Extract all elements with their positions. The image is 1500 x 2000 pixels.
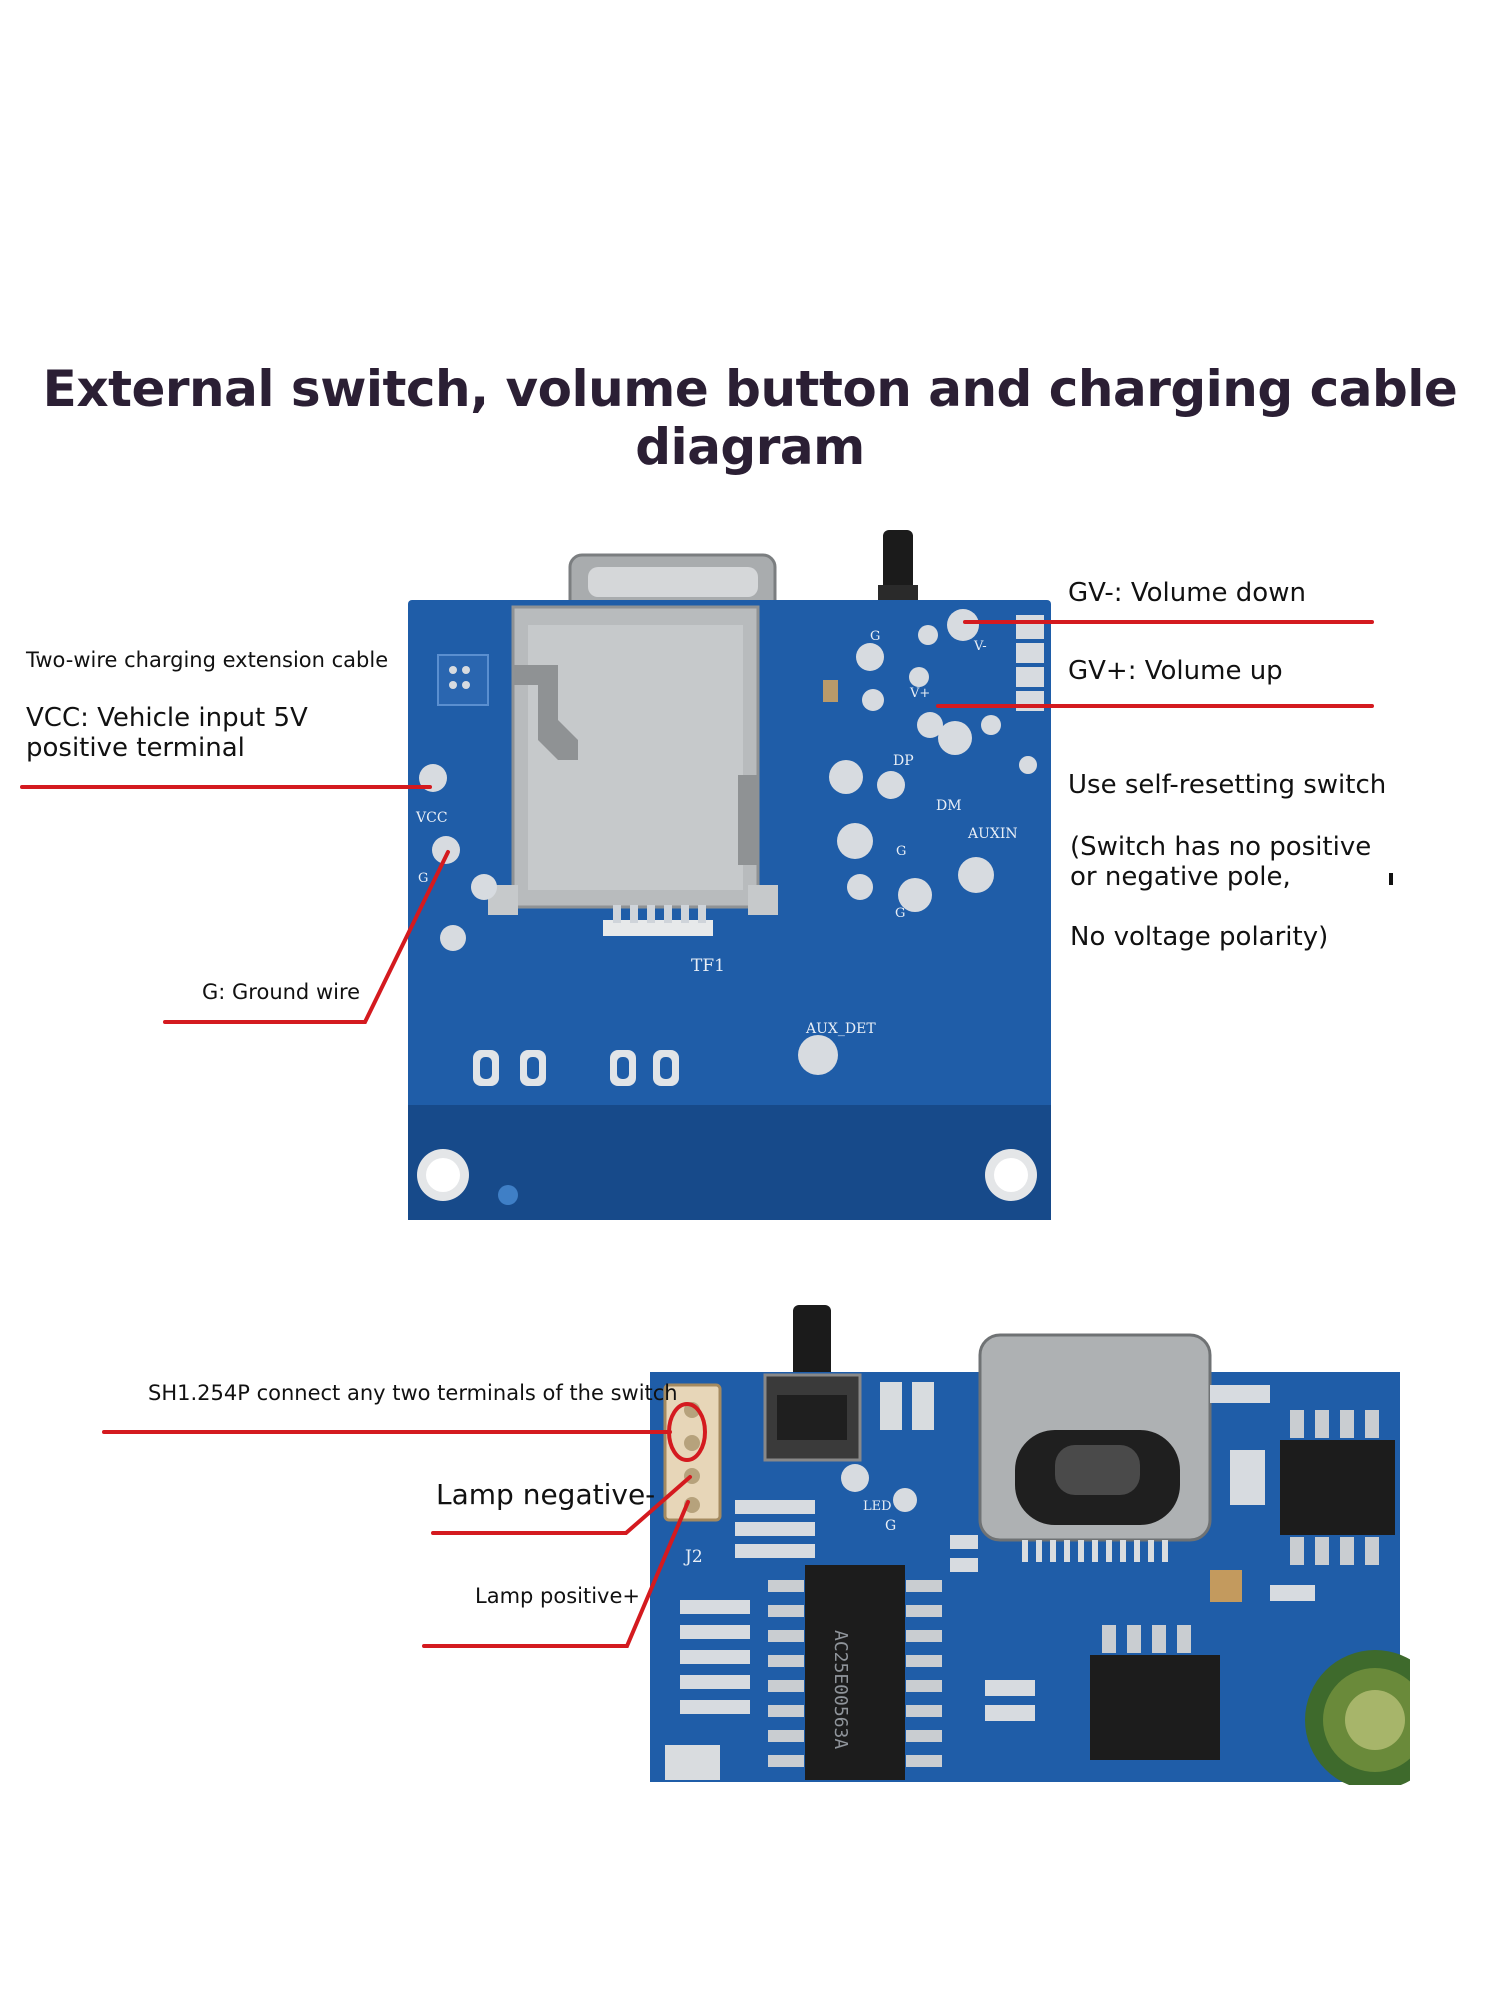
silk-v-plus: V+ [909,686,930,701]
label-vcc: VCC: Vehicle input 5V positive terminal [26,703,308,763]
label-charging-cable: Two-wire charging extension cable [26,648,389,672]
push-button-body [793,1305,831,1385]
silk-dp: DP [893,753,914,769]
silk-tf1: TF1 [691,956,725,976]
label-lamp-positive: Lamp positive+ [475,1584,640,1608]
bottom-pcb-board: AC25E00563A J2 LED G [650,1305,1410,1785]
label-voltage-polarity: No voltage polarity) [1070,922,1329,952]
top-pcb-board: TF1 VCC G G V- V+ DP DM G AUXIN G AUX_DE… [408,530,1051,1220]
silk-j2: J2 [683,1547,703,1567]
diagram-title: External switch, volume button and charg… [42,360,1458,476]
silk-dm: DM [936,798,962,814]
silk-g-mid: G [896,844,906,859]
label-gv-minus: GV-: Volume down [1068,578,1306,608]
silk-g-top: G [870,629,880,644]
silk-g-low: G [895,906,905,921]
label-ground: G: Ground wire [202,980,361,1004]
leader-lamp-positive [422,1500,690,1648]
silk-led: LED [863,1499,892,1514]
silk-aux-det: AUX_DET [805,1021,876,1037]
silk-g-bottom: G [885,1518,896,1534]
label-switch-polarity: (Switch has no positive or negative pole… [1070,832,1372,892]
silk-vcc: VCC [415,810,448,826]
ic-chip-right [1280,1440,1395,1535]
label-lamp-negative: Lamp negative- [436,1478,656,1511]
silk-chip-code: AC25E00563A [830,1630,851,1749]
label-sh-connector: SH1.254P connect any two terminals of th… [148,1381,678,1405]
ic-chip-main [805,1565,905,1780]
label-gv-plus: GV+: Volume up [1068,656,1283,686]
silk-g-left: G [418,871,428,886]
label-switch-type: Use self-resetting switch [1068,770,1387,800]
silk-aux-in: AUXIN [967,826,1018,842]
silk-v-minus: V- [973,639,987,654]
